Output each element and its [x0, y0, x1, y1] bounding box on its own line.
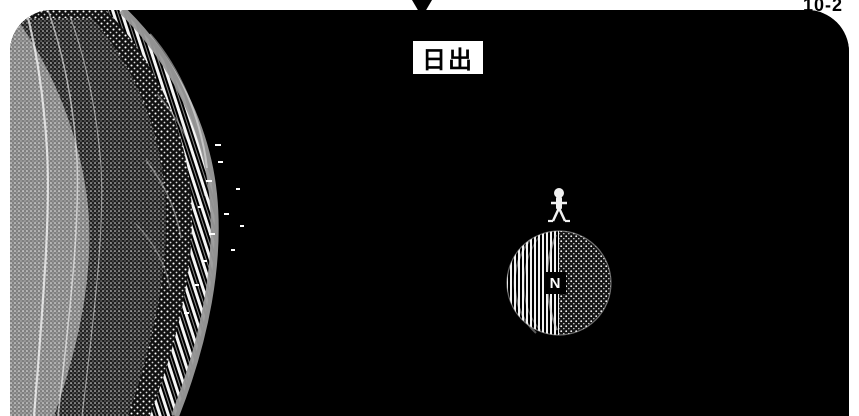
sunlit-speckles	[184, 144, 244, 314]
moon-marker: N	[544, 272, 566, 294]
sunrise-caption: 日出	[411, 39, 485, 76]
person-icon	[548, 188, 570, 223]
down-arrow-icon	[412, 0, 432, 17]
sunrise-scene	[10, 10, 849, 416]
earth-limb	[10, 10, 219, 416]
screen-frame: 日出 N	[10, 10, 849, 416]
